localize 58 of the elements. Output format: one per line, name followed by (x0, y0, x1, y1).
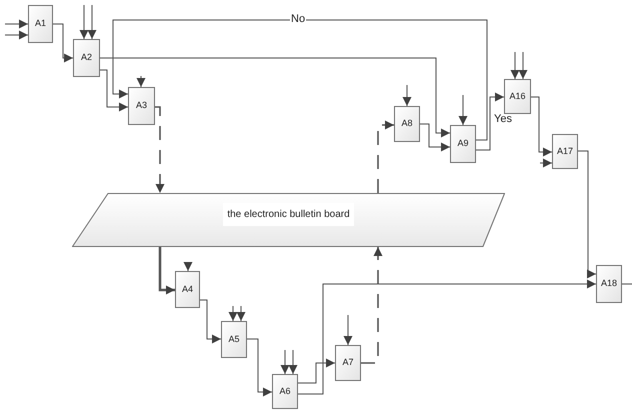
arrow (540, 158, 552, 168)
node-label: A2 (80, 51, 92, 64)
process-box (596, 265, 622, 303)
arrow (476, 92, 504, 150)
arrow (510, 52, 520, 80)
arrow (88, 4, 96, 40)
arrow (458, 94, 468, 126)
node-label: A3 (136, 99, 147, 112)
node-label: A1 (34, 17, 46, 30)
node-label: A4 (182, 282, 193, 296)
arrow (280, 350, 290, 374)
process-box (28, 5, 53, 43)
arrow (578, 150, 596, 278)
arrow (288, 350, 298, 374)
node-label: A7 (342, 356, 354, 370)
process-box (175, 271, 200, 308)
arrow (298, 358, 336, 384)
node-label: A5 (228, 332, 240, 346)
process-box (552, 134, 578, 169)
parallelogram-node (72, 193, 505, 247)
arrow (184, 262, 192, 272)
arrow (100, 58, 450, 138)
dashed-arrow (377, 120, 394, 193)
process-box (272, 374, 298, 409)
dashed-arrow (155, 106, 164, 193)
arrow (298, 280, 596, 394)
arrow (518, 52, 528, 80)
node-label: A16 (509, 90, 526, 103)
process-box (504, 79, 531, 114)
dashed-arrow (361, 247, 382, 364)
arrow (228, 306, 238, 322)
process-box (394, 106, 420, 142)
arrow (530, 96, 552, 156)
process-box (73, 39, 100, 77)
arrow (158, 247, 175, 294)
node-label: A6 (279, 384, 290, 398)
node-label: A18 (600, 277, 617, 290)
arrow (136, 76, 146, 88)
process-box (450, 125, 476, 163)
arrow (246, 338, 272, 396)
arrow (236, 306, 246, 322)
node-label: A8 (401, 117, 412, 130)
node-label: A9 (457, 137, 468, 150)
arrow (80, 4, 88, 40)
process-box (221, 321, 247, 358)
node-label: the electronic bulletin board (223, 202, 354, 226)
process-box (335, 345, 361, 381)
arrow (52, 24, 74, 62)
arrow (4, 20, 28, 28)
arrow (200, 300, 222, 344)
arrow (100, 70, 128, 112)
arrow (4, 30, 28, 40)
arrow (420, 124, 450, 152)
node-label: A17 (556, 144, 573, 158)
process-box (128, 87, 155, 125)
arrow (112, 20, 488, 140)
arrow (344, 314, 352, 346)
arrow (402, 84, 412, 106)
